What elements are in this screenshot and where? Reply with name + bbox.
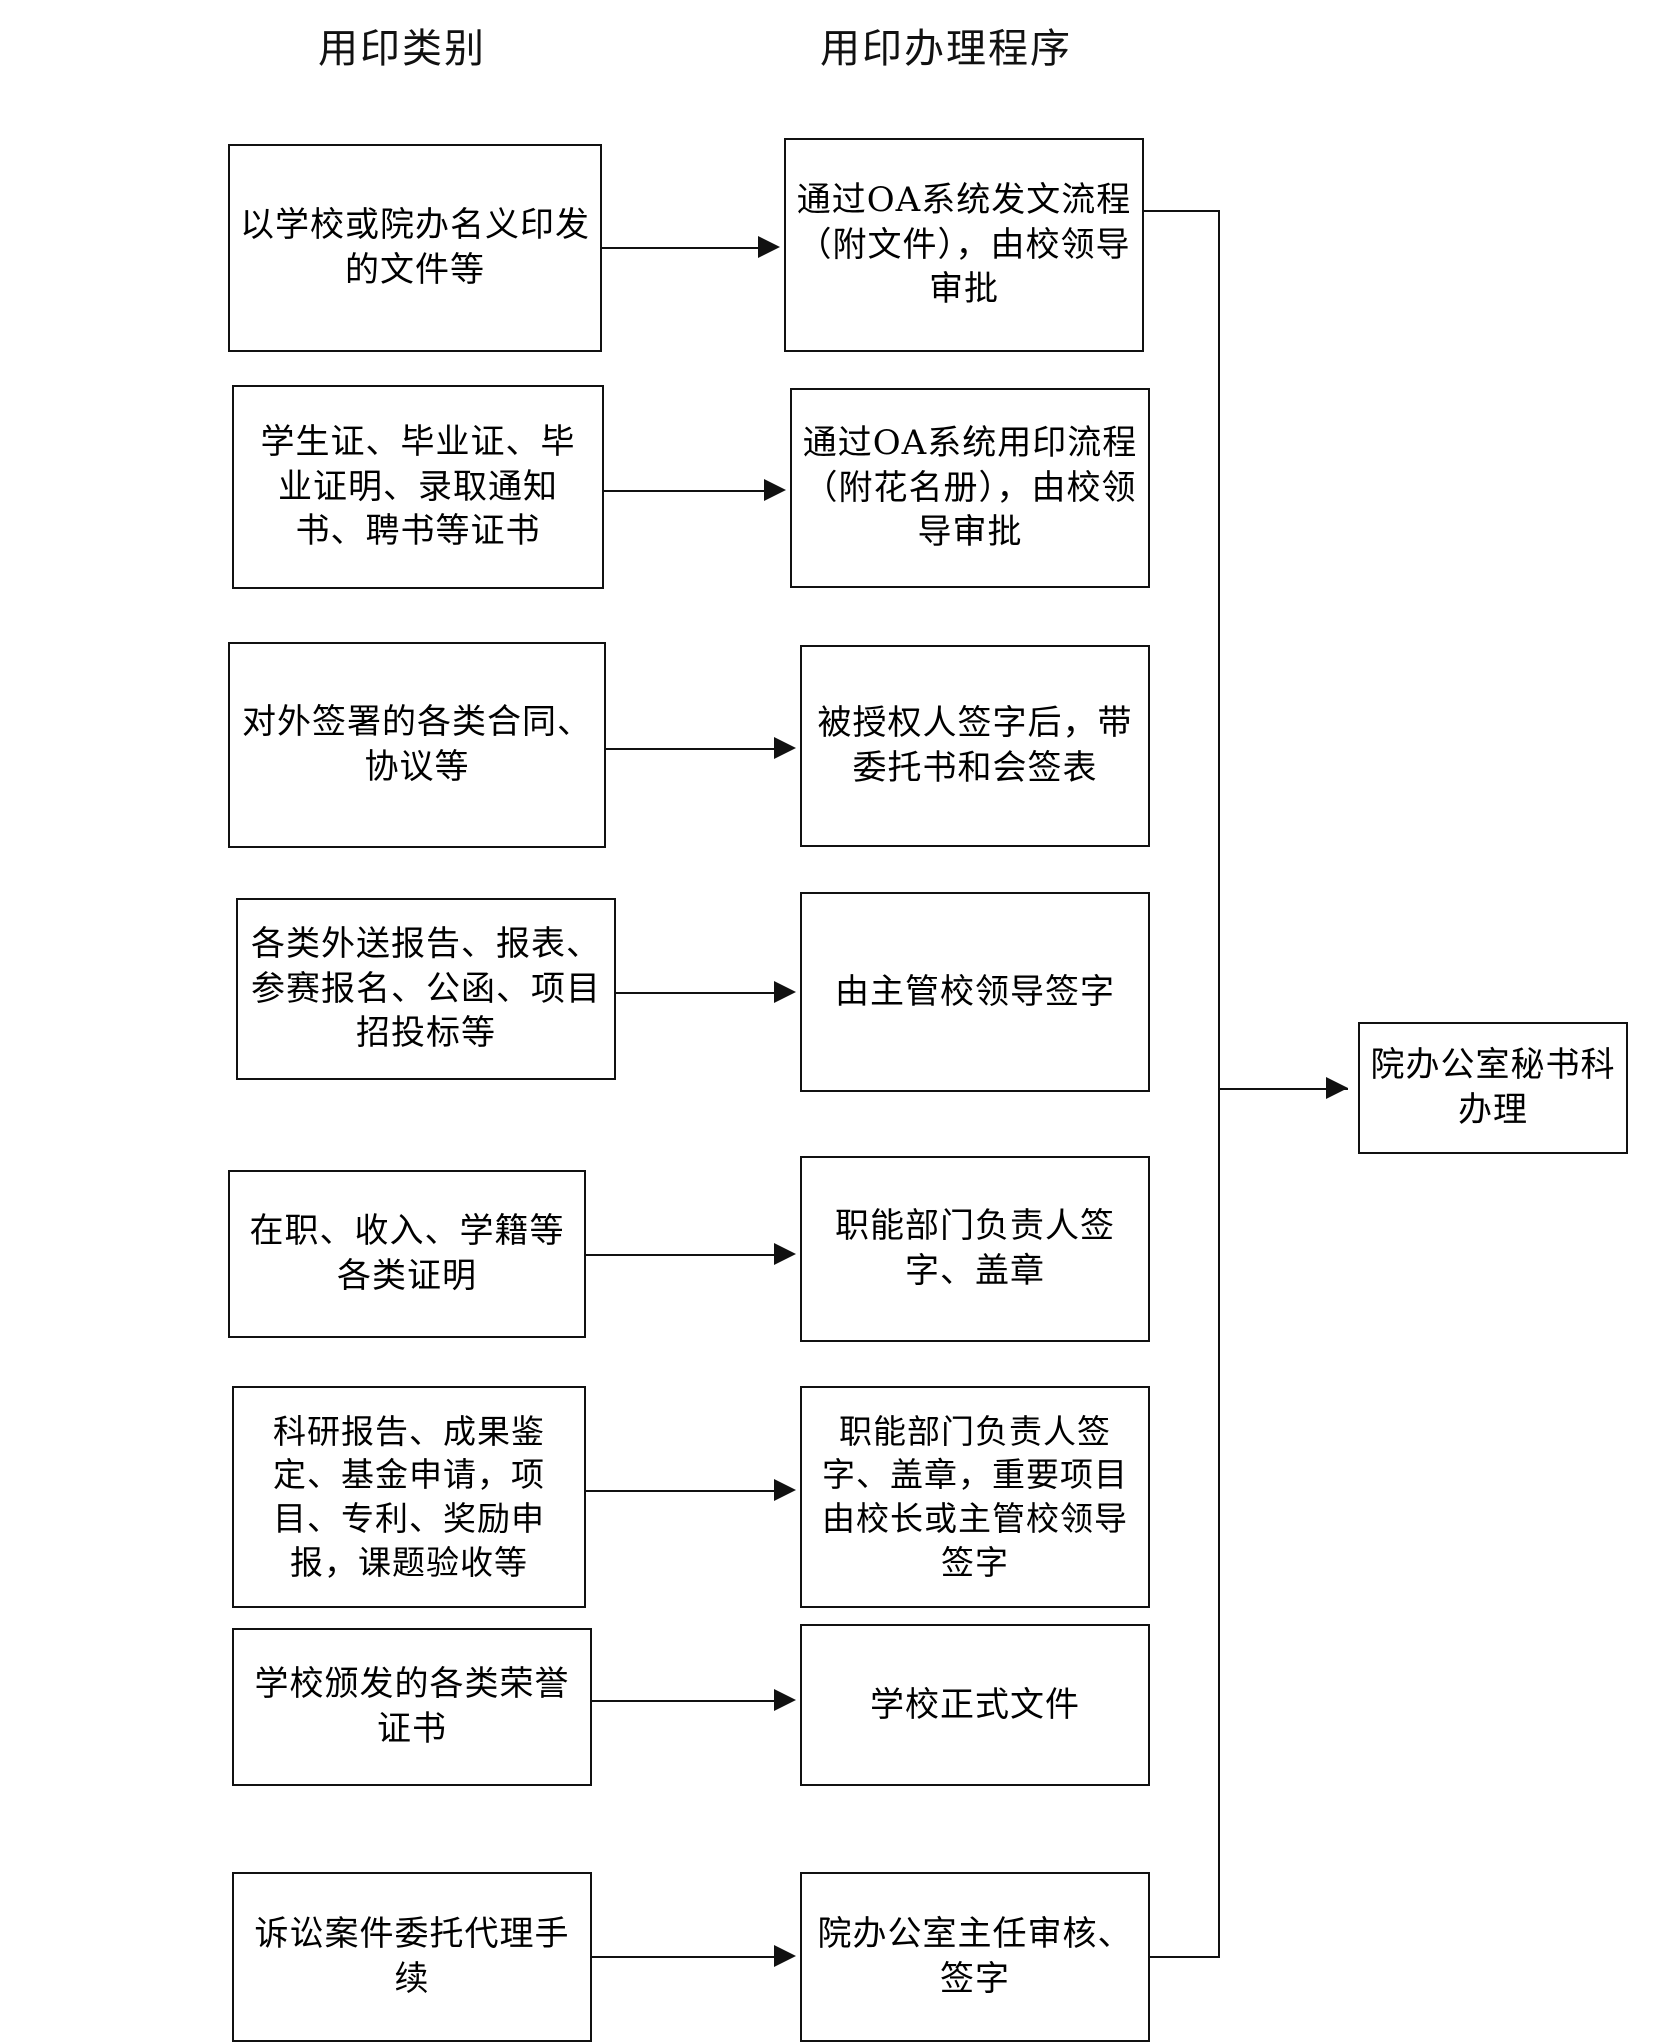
procedure-box-2-label: 通过OA系统用印流程（附花名册），由校领导审批 [802, 422, 1138, 553]
procedure-box-4-label: 由主管校领导签字 [835, 971, 1115, 1012]
procedure-box-1[interactable]: 通过OA系统发文流程（附文件），由校领导审批 [784, 138, 1144, 352]
procedure-box-3-label: 被授权人签字后，带委托书和会签表 [817, 703, 1133, 788]
connector-line-3 [606, 748, 776, 750]
procedure-box-4[interactable]: 由主管校领导签字 [800, 892, 1150, 1092]
arrowhead-3 [774, 737, 796, 759]
procedure-box-8[interactable]: 院办公室主任审核、签字 [800, 1872, 1150, 2042]
category-box-7-label: 学校颁发的各类荣誉证书 [254, 1664, 570, 1749]
category-box-5-label: 在职、收入、学籍等各类证明 [249, 1211, 565, 1296]
category-box-4-label: 各类外送报告、报表、参赛报名、公函、项目招投标等 [251, 923, 601, 1054]
arrowhead-2 [764, 479, 786, 501]
connector-line-8 [592, 1956, 776, 1958]
procedure-box-8-label: 院办公室主任审核、签字 [817, 1914, 1133, 1999]
connector-line-1 [602, 247, 760, 249]
procedure-box-7[interactable]: 学校正式文件 [800, 1624, 1150, 1786]
arrowhead-final [1326, 1077, 1348, 1099]
category-box-2-label: 学生证、毕业证、毕业证明、录取通知书、聘书等证书 [260, 421, 576, 552]
category-box-3[interactable]: 对外签署的各类合同、协议等 [228, 642, 606, 848]
procedure-box-3[interactable]: 被授权人签字后，带委托书和会签表 [800, 645, 1150, 847]
arrowhead-1 [758, 236, 780, 258]
arrowhead-7 [774, 1689, 796, 1711]
procedure-box-1-label: 通过OA系统发文流程（附文件），由校领导审批 [796, 179, 1132, 310]
connector-line-7 [592, 1700, 776, 1702]
category-box-6[interactable]: 科研报告、成果鉴定、基金申请，项目、专利、奖励申报，课题验收等 [232, 1386, 586, 1608]
category-box-8-label: 诉讼案件委托代理手续 [254, 1914, 570, 1999]
column-header-category: 用印类别 [318, 26, 486, 72]
category-box-4[interactable]: 各类外送报告、报表、参赛报名、公函、项目招投标等 [236, 898, 616, 1080]
connector-line-6 [586, 1490, 776, 1492]
connector-line-4 [616, 992, 776, 994]
procedure-box-6-label: 职能部门负责人签字、盖章，重要项目由校长或主管校领导签字 [822, 1411, 1128, 1582]
procedure-box-2[interactable]: 通过OA系统用印流程（附花名册），由校领导审批 [790, 388, 1150, 588]
trunk-branch-final [1218, 1088, 1348, 1090]
final-box-label: 院办公室秘书科办理 [1370, 1045, 1616, 1130]
arrowhead-8 [774, 1945, 796, 1967]
final-box[interactable]: 院办公室秘书科办理 [1358, 1022, 1628, 1154]
column-header-procedure: 用印办理程序 [820, 26, 1072, 72]
category-box-1-label: 以学校或院办名义印发的文件等 [240, 205, 590, 290]
category-box-1[interactable]: 以学校或院办名义印发的文件等 [228, 144, 602, 352]
arrowhead-4 [774, 981, 796, 1003]
procedure-box-6[interactable]: 职能部门负责人签字、盖章，重要项目由校长或主管校领导签字 [800, 1386, 1150, 1608]
trunk-vertical [1218, 210, 1220, 1958]
category-box-6-label: 科研报告、成果鉴定、基金申请，项目、专利、奖励申报，课题验收等 [273, 1411, 545, 1582]
arrowhead-6 [774, 1479, 796, 1501]
procedure-box-5[interactable]: 职能部门负责人签字、盖章 [800, 1156, 1150, 1342]
trunk-stub-bottom [1150, 1956, 1220, 1958]
procedure-box-5-label: 职能部门负责人签字、盖章 [835, 1206, 1115, 1291]
category-box-5[interactable]: 在职、收入、学籍等各类证明 [228, 1170, 586, 1338]
category-box-7[interactable]: 学校颁发的各类荣誉证书 [232, 1628, 592, 1786]
connector-line-5 [586, 1254, 776, 1256]
category-box-2[interactable]: 学生证、毕业证、毕业证明、录取通知书、聘书等证书 [232, 385, 604, 589]
procedure-box-7-label: 学校正式文件 [870, 1684, 1080, 1725]
category-box-8[interactable]: 诉讼案件委托代理手续 [232, 1872, 592, 2042]
arrowhead-5 [774, 1243, 796, 1265]
category-box-3-label: 对外签署的各类合同、协议等 [242, 702, 592, 787]
trunk-stub-top [1144, 210, 1220, 212]
connector-line-2 [604, 490, 766, 492]
